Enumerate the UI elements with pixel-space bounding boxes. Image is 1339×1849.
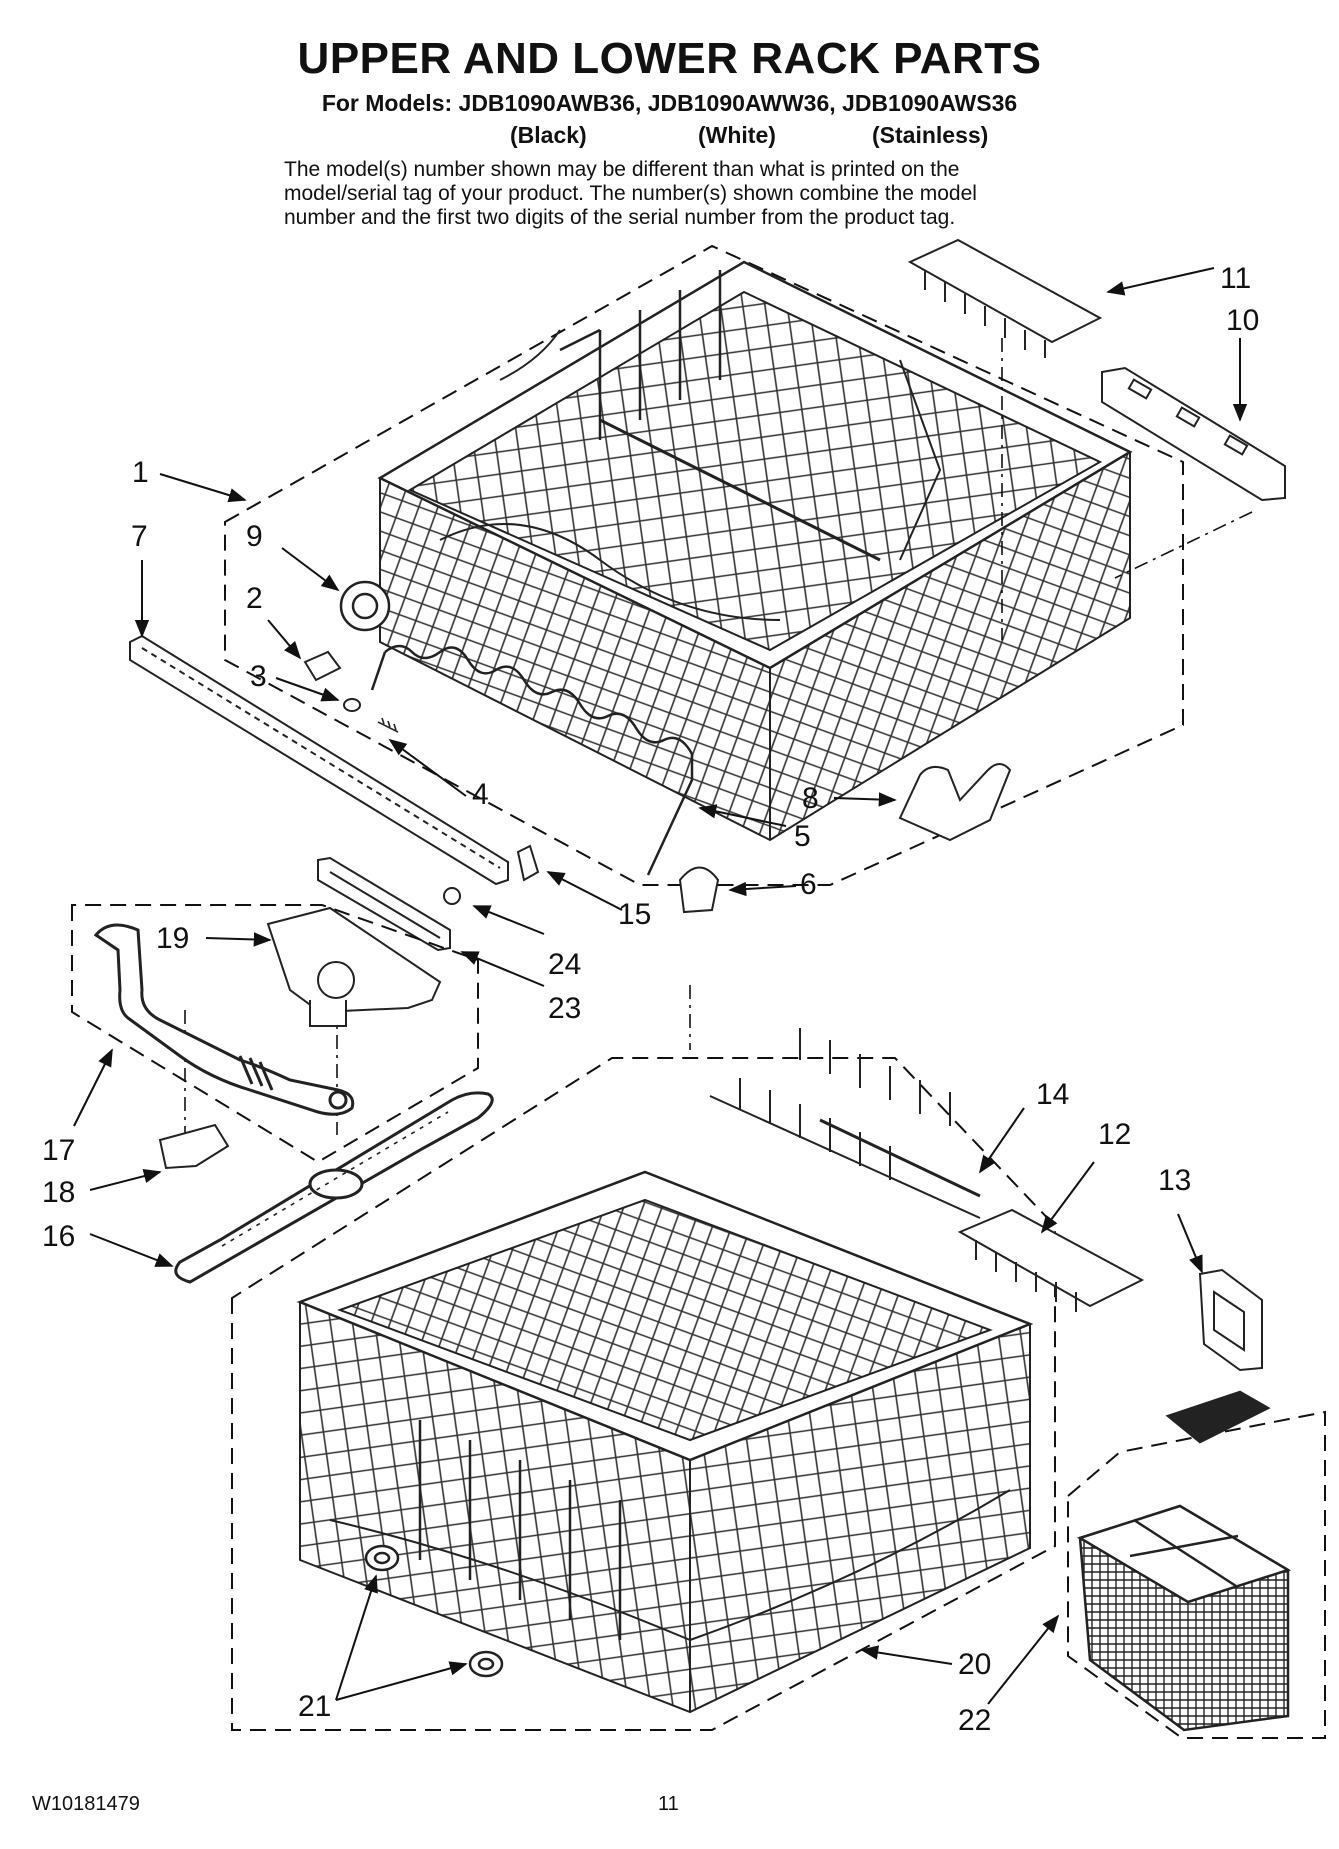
part-10-rack-bracket [1101, 366, 1286, 502]
part-6-adjuster-housing [678, 866, 720, 914]
callout-7: 7 [131, 520, 148, 553]
callout-9: 9 [246, 520, 263, 553]
part-22-silverware-basket [1076, 1390, 1292, 1732]
part-17-feed-tube [93, 923, 355, 1116]
variant-black: (Black) [510, 122, 587, 148]
part-9-rack-wheel [339, 580, 391, 632]
spray-arm-group-outline [71, 904, 479, 1164]
notice-line: model/serial tag of your product. The nu… [284, 182, 977, 205]
part-22-silverware-basket-outline [1067, 1410, 1326, 1739]
lower-rack-group-outline [231, 1057, 1056, 1731]
callout-20: 20 [958, 1648, 992, 1681]
callout-17: 17 [42, 1134, 76, 1167]
notice-line: The model(s) number shown may be differe… [284, 158, 960, 181]
part-23-water-manifold [317, 856, 451, 952]
lower-rack-basket [296, 1170, 1034, 1714]
callout-5: 5 [794, 820, 811, 853]
callout-3: 3 [250, 660, 267, 693]
upper-rack-group-outline [224, 244, 1184, 886]
callout-6: 6 [800, 868, 817, 901]
page-number: 11 [658, 1793, 679, 1815]
document-number: W10181479 [32, 1793, 140, 1815]
part-4-screw [377, 717, 399, 733]
part-12-shelf-tines [957, 1208, 1145, 1312]
callout-24: 24 [548, 948, 582, 981]
part-2-clip [303, 650, 342, 682]
part-18-tube-clip [158, 1123, 230, 1170]
callout-4: 4 [472, 778, 489, 811]
upper-rack-basket [377, 260, 1133, 842]
callout-16: 16 [42, 1220, 76, 1253]
callout-18: 18 [42, 1176, 76, 1209]
callout-19: 19 [156, 922, 190, 955]
callout-21: 21 [298, 1690, 332, 1723]
callout-leaders [73, 267, 1248, 1705]
part-21-lower-rack-wheels [364, 1544, 504, 1678]
callout-23: 23 [548, 992, 582, 1025]
callout-14: 14 [1036, 1078, 1070, 1111]
part-8-rack-clip [898, 763, 1012, 842]
part-24-check-ball [443, 887, 461, 905]
part-15-track-stop [516, 844, 540, 882]
part-3-axle-pin [343, 698, 361, 712]
callout-22: 22 [958, 1704, 992, 1737]
notice-line: number and the first two digits of the s… [284, 206, 956, 229]
part-13-clip [1198, 1268, 1263, 1372]
callout-8: 8 [802, 782, 819, 815]
callout-12: 12 [1098, 1118, 1132, 1151]
model-list: For Models: JDB1090AWB36, JDB1090AWW36, … [321, 90, 1018, 116]
part-11-shelf-tines [907, 238, 1103, 358]
variant-stainless: (Stainless) [872, 122, 989, 148]
part-5-adjuster-spring-rod [370, 644, 694, 876]
page-title: UPPER AND LOWER RACK PARTS [297, 34, 1042, 83]
callout-1: 1 [132, 456, 149, 489]
callout-11: 11 [1220, 262, 1252, 295]
callout-2: 2 [246, 582, 263, 615]
part-19-spray-arm-mount [266, 906, 442, 1027]
part-14-fold-down-tines [709, 1028, 981, 1219]
callout-13: 13 [1158, 1164, 1192, 1197]
callout-15: 15 [618, 898, 652, 931]
callout-10: 10 [1226, 304, 1260, 337]
variant-white: (White) [698, 122, 776, 148]
part-16-lower-spray-arm [174, 1091, 494, 1284]
model-number-notice: The model(s) number shown may be differe… [284, 158, 1104, 230]
